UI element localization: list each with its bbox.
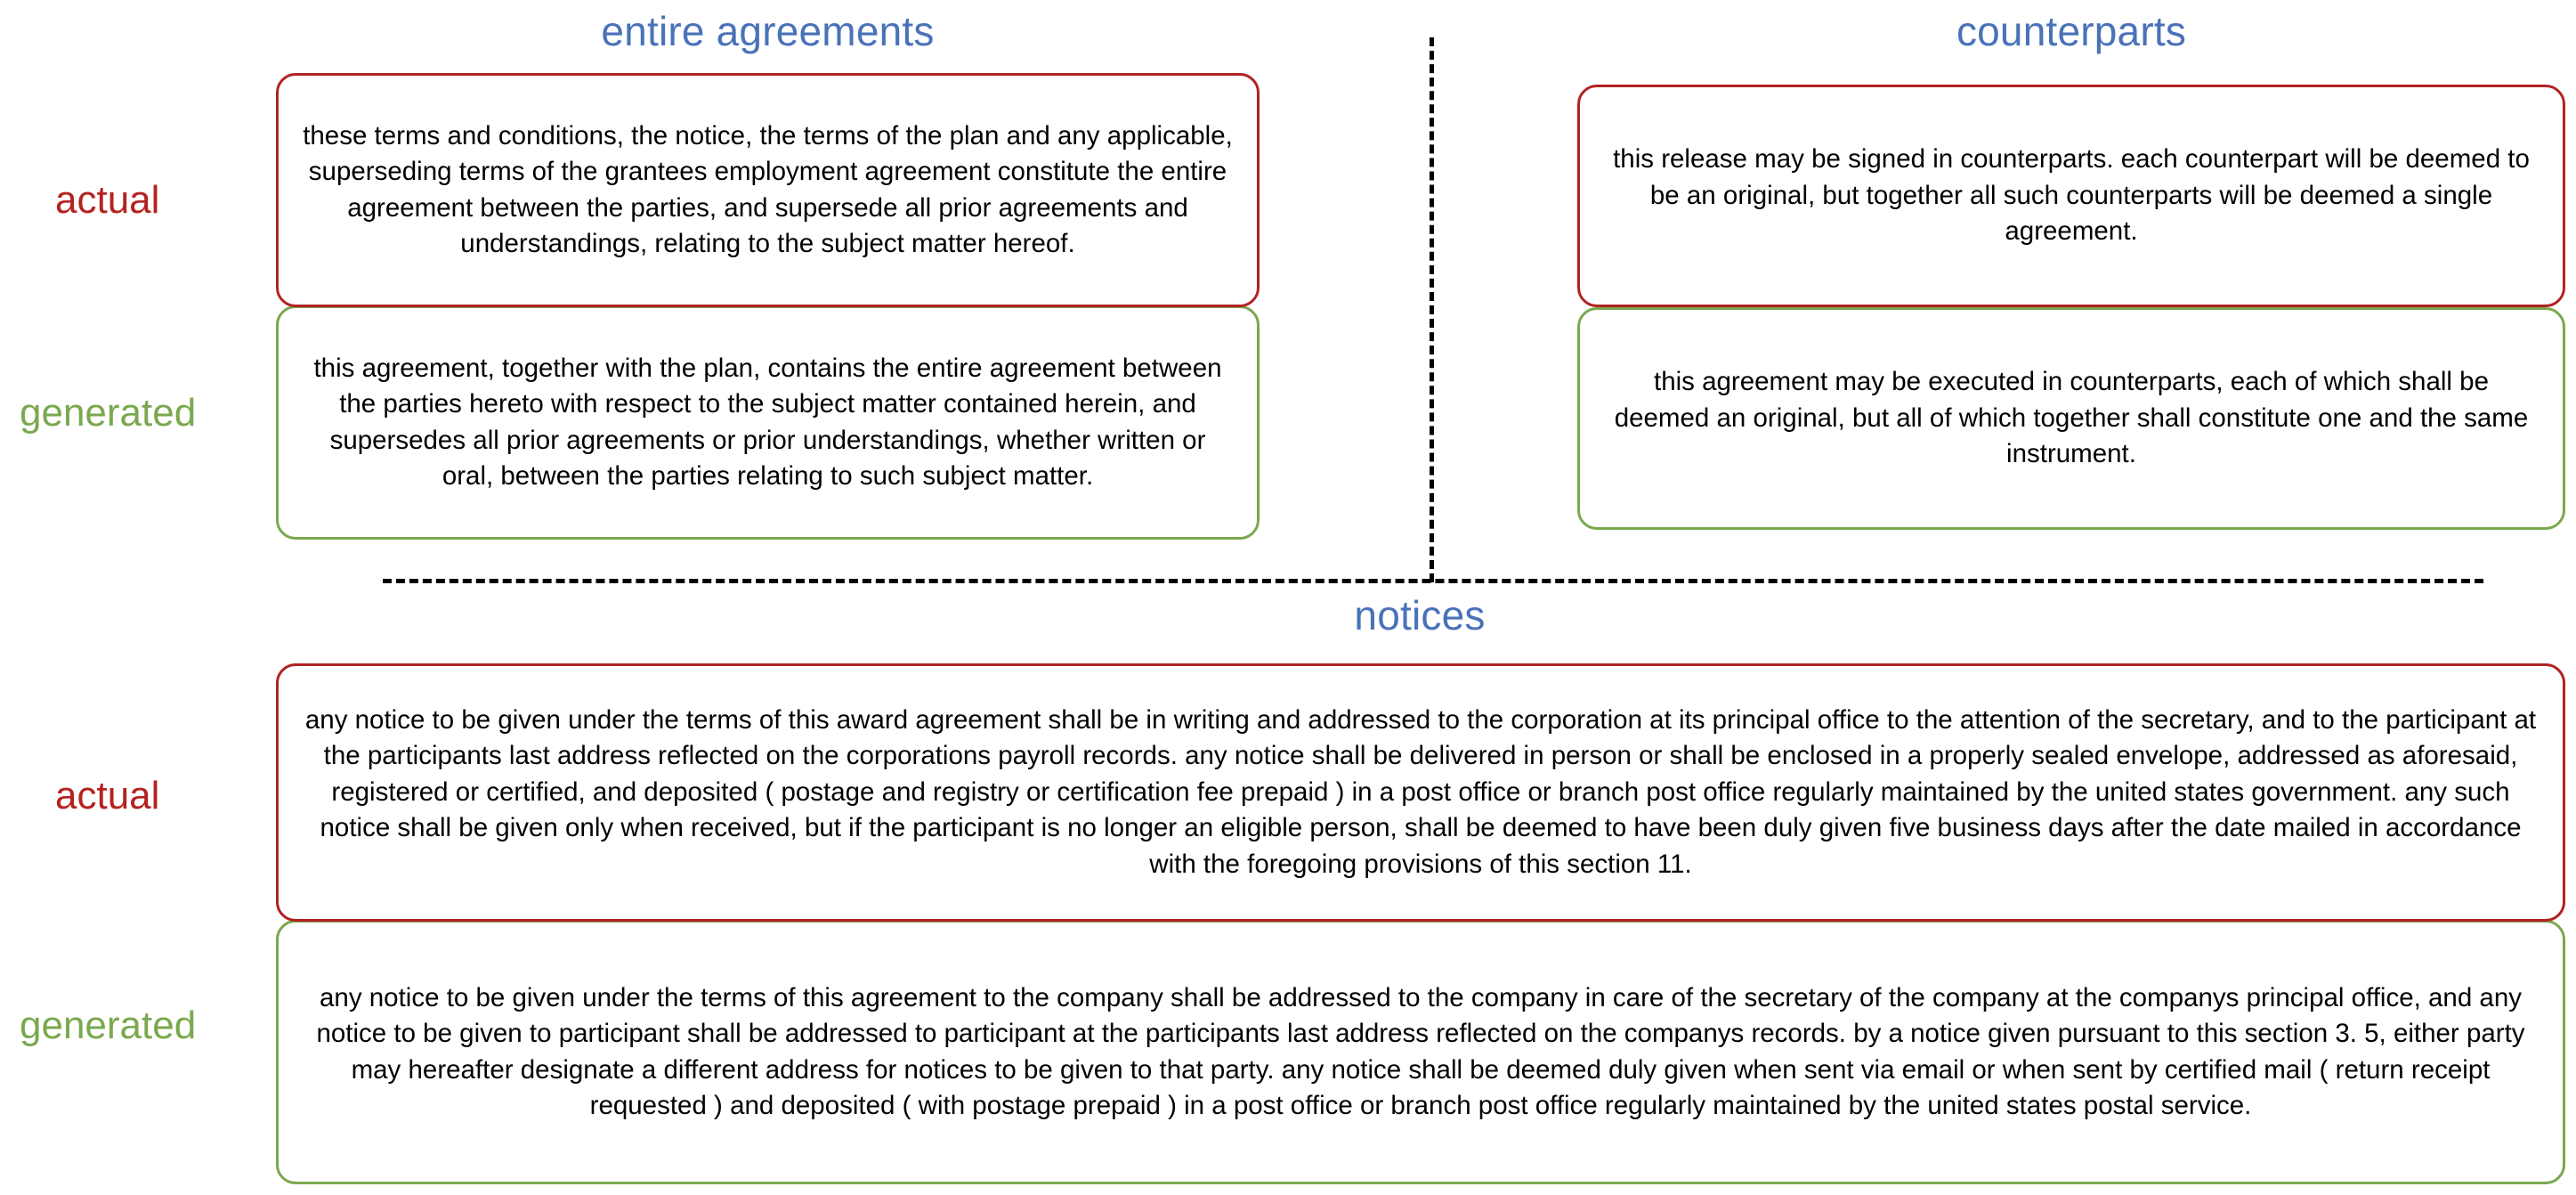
- text-box-body: any notice to be given under the terms o…: [316, 982, 2525, 1120]
- row-label-actual-notices: actual: [55, 774, 160, 817]
- text-box-body: any notice to be given under the terms o…: [304, 704, 2537, 879]
- text-box-body: this agreement may be executed in counte…: [1614, 367, 2529, 469]
- row-label-generated-entire-agreements: generated: [20, 391, 197, 435]
- text-box-notices-actual: any notice to be given under the terms o…: [276, 663, 2565, 922]
- text-box-body: this agreement, together with the plan, …: [313, 353, 1222, 491]
- text-box-counterparts-actual: this release may be signed in counterpar…: [1577, 85, 2565, 307]
- text-box-entire-agreements-generated: this agreement, together with the plan, …: [276, 305, 1260, 540]
- row-label-generated-notices: generated: [20, 1004, 197, 1047]
- section-title-counterparts: counterparts: [1956, 8, 2187, 54]
- text-box-body: this release may be signed in counterpar…: [1613, 144, 2530, 247]
- section-title-notices: notices: [1354, 592, 1486, 638]
- text-box-body: these terms and conditions, the notice, …: [303, 120, 1233, 258]
- horizontal-dashed-divider: [383, 579, 2483, 583]
- text-box-notices-generated: any notice to be given under the terms o…: [276, 920, 2565, 1184]
- text-box-counterparts-generated: this agreement may be executed in counte…: [1577, 307, 2565, 530]
- row-label-actual-entire-agreements: actual: [55, 178, 160, 222]
- section-title-entire-agreements: entire agreements: [601, 8, 935, 54]
- vertical-dashed-divider: [1430, 37, 1434, 582]
- text-box-entire-agreements-actual: these terms and conditions, the notice, …: [276, 73, 1260, 307]
